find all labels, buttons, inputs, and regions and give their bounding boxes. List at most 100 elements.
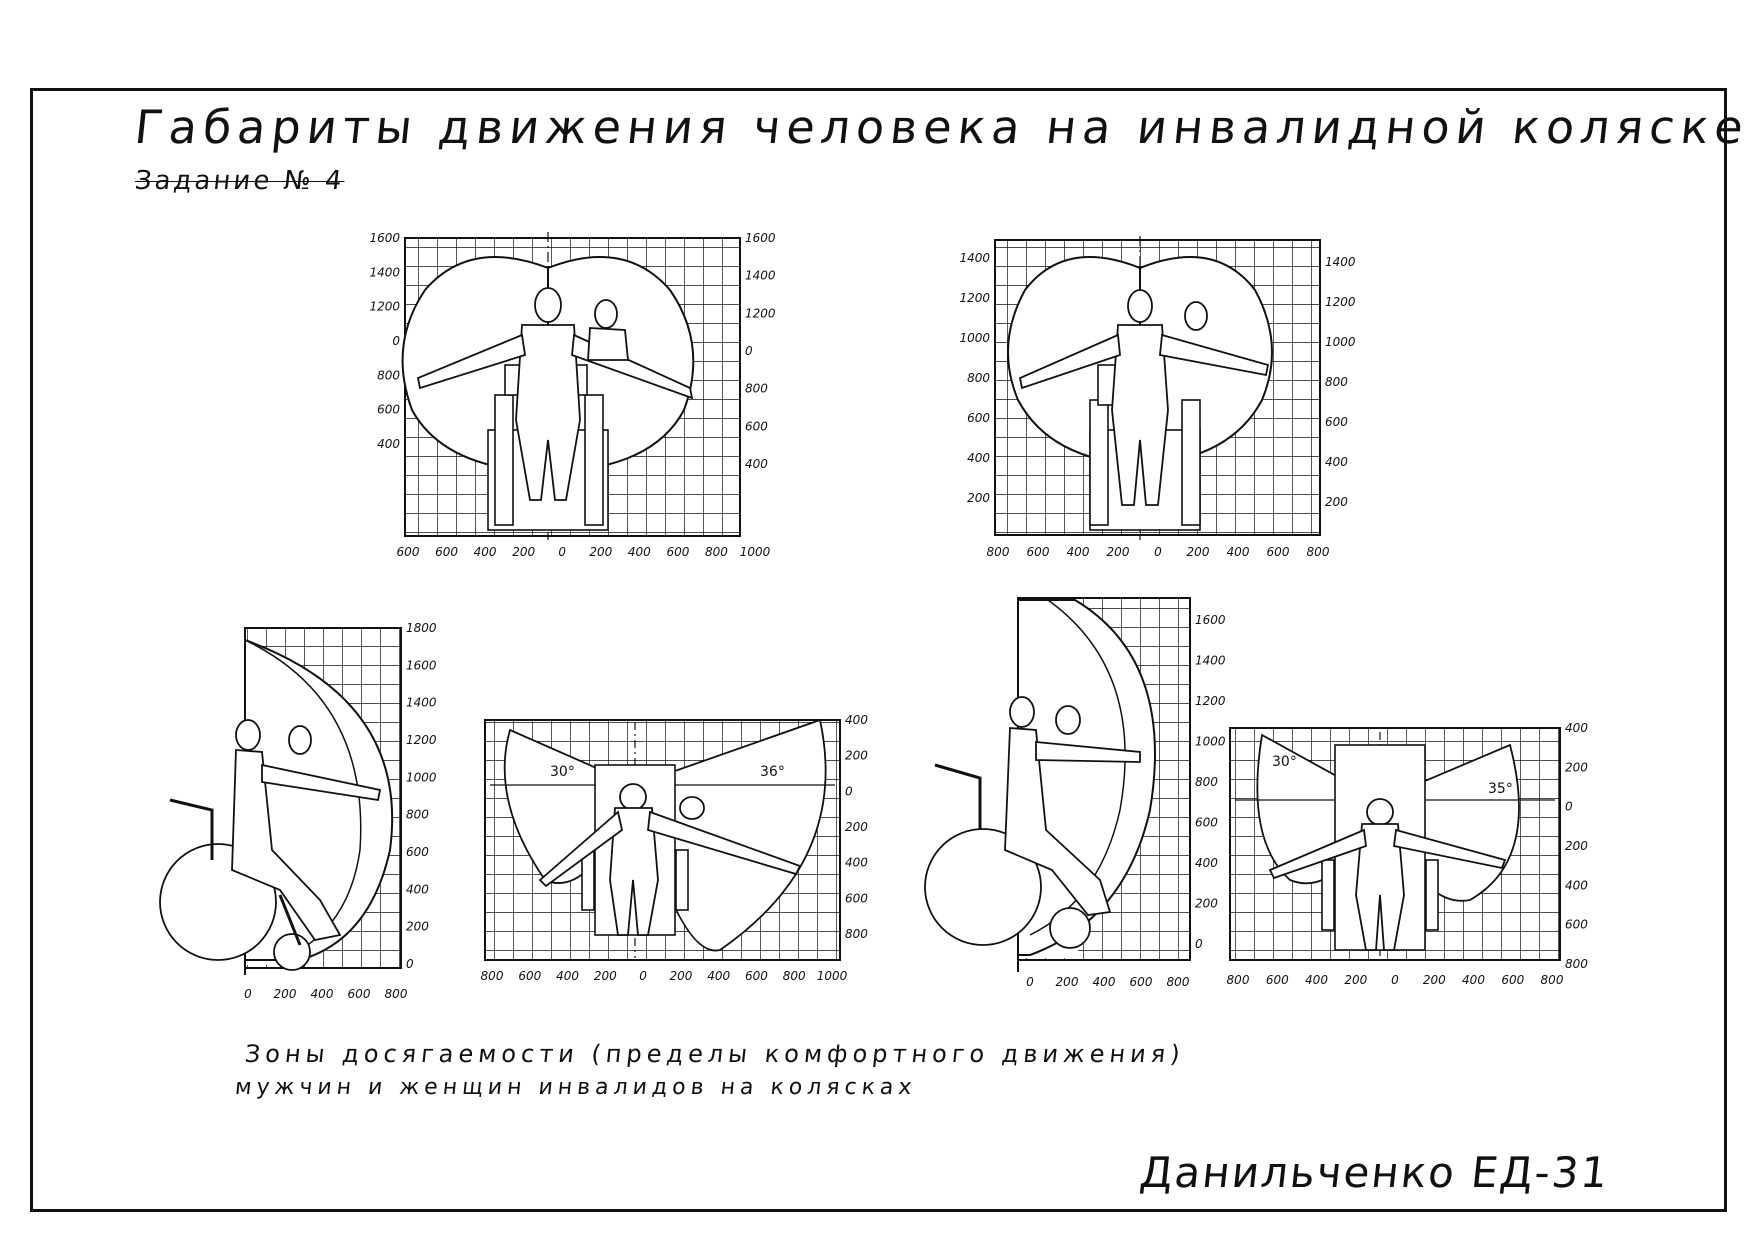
tick-label: 1200 — [1325, 295, 1356, 309]
tick-label: 400 — [556, 969, 579, 983]
tick-label: 1200 — [1195, 694, 1226, 708]
tick-label: 600 — [377, 403, 400, 417]
tick-label: 400 — [745, 457, 768, 471]
person-side-male — [231, 719, 382, 941]
angle-label-left: 30° — [550, 764, 575, 780]
tick-label: 800 — [1325, 375, 1348, 389]
tick-label: 800 — [1565, 957, 1588, 971]
caption-line-2: мужчин и женщин инвалидов на колясках — [233, 1075, 918, 1100]
tick-label: 200 — [512, 545, 535, 559]
angle-label-right: 35° — [1488, 781, 1513, 797]
tick-label: 1600 — [1195, 613, 1226, 627]
tick-label: 600 — [1267, 545, 1290, 559]
tick-label: 400 — [1067, 545, 1090, 559]
tick-label: 400 — [1195, 856, 1218, 870]
tick-label: 400 — [1325, 455, 1348, 469]
tick-label: 800 — [987, 545, 1010, 559]
tick-label: 600 — [1325, 415, 1348, 429]
tick-label: 200 — [589, 545, 612, 559]
tick-label: 0 — [1154, 545, 1162, 559]
tick-label: 1800 — [406, 621, 437, 635]
person-side-female — [1004, 696, 1141, 916]
tick-label: 0 — [558, 545, 566, 559]
tick-label: 200 — [1344, 973, 1367, 987]
tick-label: 400 — [628, 545, 651, 559]
tick-label: 600 — [1565, 918, 1588, 932]
tick-label: 600 — [1195, 816, 1218, 830]
tick-label: 0 — [845, 784, 853, 798]
tick-label: 1400 — [1325, 255, 1356, 269]
tick-label: 200 — [1565, 839, 1588, 853]
tick-label: 1400 — [959, 251, 990, 265]
tick-label: 200 — [274, 987, 297, 1001]
tick-label: 1200 — [369, 300, 400, 314]
tick-label: 0 — [1391, 973, 1399, 987]
tick-label: 200 — [594, 969, 617, 983]
tick-label: 0 — [244, 987, 252, 1001]
tick-label: 1200 — [745, 306, 776, 320]
tick-label: 1400 — [369, 265, 400, 279]
person-front-male — [416, 287, 694, 501]
tick-label: 800 — [1227, 973, 1250, 987]
tick-label: 400 — [406, 882, 429, 896]
tick-label: 600 — [348, 987, 371, 1001]
tick-label: 0 — [406, 957, 414, 971]
tick-label: 200 — [845, 820, 868, 834]
tick-label: 400 — [845, 856, 868, 870]
tick-label: 1000 — [817, 969, 848, 983]
tick-label: 1600 — [369, 231, 400, 245]
tick-label: 600 — [1027, 545, 1050, 559]
tick-label: 600 — [666, 545, 689, 559]
tick-label: 1200 — [406, 733, 437, 747]
tick-label: 600 — [1266, 973, 1289, 987]
tick-label: 800 — [745, 382, 768, 396]
tick-label: 600 — [1501, 973, 1524, 987]
tick-label: 600 — [1130, 975, 1153, 989]
tick-label: 800 — [967, 371, 990, 385]
tick-label: 400 — [1227, 545, 1250, 559]
wheelchair-side-female — [924, 763, 1091, 949]
tick-label: 800 — [385, 987, 408, 1001]
tick-label: 400 — [377, 437, 400, 451]
tick-label: 0 — [1565, 800, 1573, 814]
drawing-frame — [30, 88, 1727, 1212]
tick-label: 200 — [406, 920, 429, 934]
tick-label: 0 — [1195, 937, 1203, 951]
angle-label-right: 36° — [760, 764, 785, 780]
tick-label: 200 — [845, 749, 868, 763]
tick-label: 800 — [1307, 545, 1330, 559]
author-signature: Данильченко ЕД-31 — [1137, 1148, 1612, 1197]
tick-label: 600 — [518, 969, 541, 983]
tick-label: 1000 — [1325, 335, 1356, 349]
tick-label: 1600 — [745, 231, 776, 245]
tick-label: 200 — [1423, 973, 1446, 987]
tick-label: 200 — [1195, 897, 1218, 911]
person-front-female — [1018, 289, 1270, 506]
tick-label: 200 — [967, 491, 990, 505]
tick-label: 200 — [1565, 760, 1588, 774]
tick-label: 0 — [745, 344, 753, 358]
tick-label: 400 — [474, 545, 497, 559]
tick-label: 1400 — [745, 269, 776, 283]
tick-label: 800 — [481, 969, 504, 983]
tick-label: 800 — [406, 808, 429, 822]
tick-label: 400 — [707, 969, 730, 983]
tick-label: 0 — [1026, 975, 1034, 989]
tick-label: 0 — [639, 969, 647, 983]
tick-label: 0 — [392, 334, 400, 348]
tick-label: 400 — [1565, 721, 1588, 735]
tick-label: 600 — [397, 545, 420, 559]
tick-label: 400 — [967, 451, 990, 465]
person-top-female — [1268, 798, 1507, 951]
